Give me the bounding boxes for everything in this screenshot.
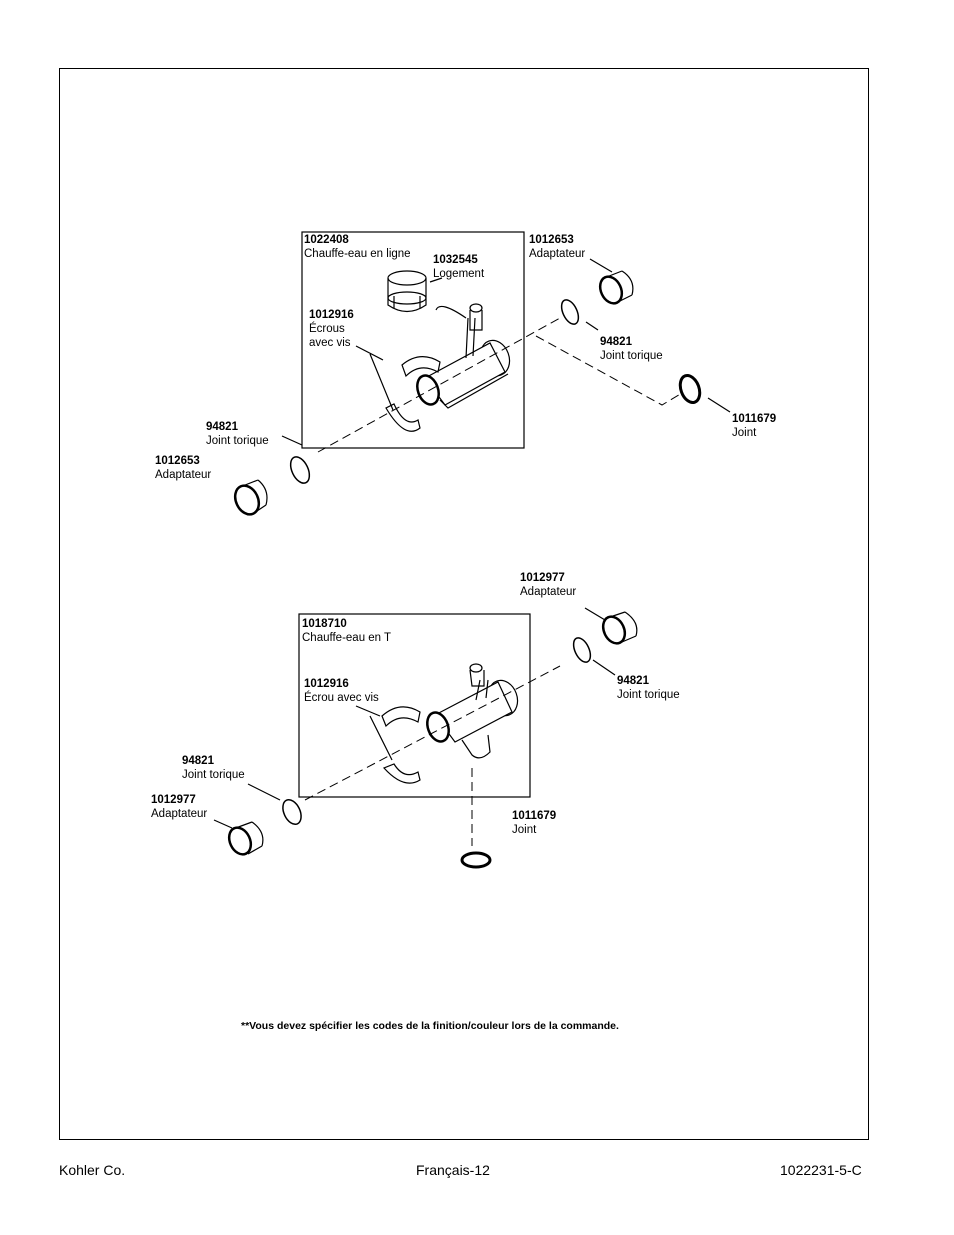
footer-document-number: 1022231-5-C: [780, 1162, 862, 1178]
callout-adapter-left-top: 1012653 Adaptateur: [155, 454, 211, 482]
gasket-bottom: [460, 851, 492, 869]
part-number: 1012916: [304, 678, 349, 690]
adapter-right-top: [598, 270, 634, 305]
kit-box-top: [301, 231, 525, 449]
callout-gasket-bottom: 1011679 Joint: [512, 809, 556, 837]
part-name: Adaptateur: [151, 808, 208, 820]
callout-adapter-right-top: 1012653 Adaptateur: [529, 233, 585, 261]
callout-gasket-top: 1011679 Joint: [732, 412, 776, 440]
kit-box-bottom: [298, 613, 531, 798]
part-number: 94821: [600, 336, 632, 348]
part-name: Chauffe-eau en ligne: [304, 248, 411, 260]
part-name: Joint: [512, 824, 537, 836]
part-number: 1032545: [433, 254, 478, 266]
part-number: 1022408: [304, 234, 349, 246]
part-name: Chauffe-eau en T: [302, 632, 392, 644]
callout-oring-left-bottom: 94821 Joint torique: [182, 754, 245, 782]
adapter-left-top: [233, 479, 268, 516]
callout-oring-right-top: 94821 Joint torique: [600, 335, 663, 363]
part-name: Adaptateur: [529, 248, 586, 260]
part-name: Joint torique: [182, 769, 245, 781]
adapter-right-bottom: [601, 611, 638, 645]
adapter-left-bottom: [227, 821, 264, 856]
part-name: avec vis: [309, 337, 351, 349]
nut-halves-top: [385, 356, 441, 432]
part-name: Adaptateur: [520, 586, 577, 598]
callout-kit-bottom: 1018710 Chauffe-eau en T: [302, 617, 391, 645]
heater-body-top: [416, 303, 511, 409]
oring-right-top: [560, 299, 580, 325]
nut-halves-bottom: [381, 706, 421, 784]
callout-kit-top: 1022408 Chauffe-eau en ligne: [304, 233, 411, 261]
page-frame: [59, 68, 869, 1140]
order-note: **Vous devez spécifier les codes de la f…: [241, 1020, 619, 1032]
housing-part: [387, 270, 427, 313]
gasket-top: [678, 373, 702, 405]
footer-page-number: Français-12: [416, 1162, 490, 1178]
part-name: Joint torique: [617, 689, 680, 701]
oring-left-top: [289, 456, 311, 484]
part-name: Joint: [732, 427, 757, 439]
part-name: Joint torique: [206, 435, 269, 447]
part-name: Logement: [433, 268, 485, 280]
part-number: 1012653: [529, 234, 574, 246]
footer-company: Kohler Co.: [59, 1162, 126, 1178]
callout-housing: 1032545 Logement: [433, 253, 484, 281]
part-number: 1012977: [520, 572, 565, 584]
part-number: 1012916: [309, 309, 354, 321]
callout-oring-left-top: 94821 Joint torique: [206, 420, 269, 448]
part-number: 1018710: [302, 618, 347, 630]
part-number: 1012653: [155, 455, 200, 467]
callout-nut-bottom: 1012916 Écrou avec vis: [304, 677, 379, 705]
part-number: 1011679: [732, 413, 777, 425]
callout-adapter-left-bottom: 1012977 Adaptateur: [151, 793, 207, 821]
part-name: Joint torique: [600, 350, 663, 362]
part-number: 94821: [206, 421, 238, 433]
callout-adapter-right-bottom: 1012977 Adaptateur: [520, 571, 576, 599]
callout-oring-right-bottom: 94821 Joint torique: [617, 674, 680, 702]
part-name: Adaptateur: [155, 469, 212, 481]
part-number: 1012977: [151, 794, 196, 806]
part-name: Écrous: [309, 323, 345, 335]
heater-body-bottom: [426, 663, 519, 759]
part-name: Écrou avec vis: [304, 692, 379, 704]
oring-left-bottom: [282, 798, 302, 826]
part-number: 94821: [617, 675, 649, 687]
callout-nuts-top: 1012916 Écrous avec vis: [309, 308, 354, 350]
part-number: 94821: [182, 755, 214, 767]
oring-right-bottom: [572, 637, 592, 663]
part-number: 1011679: [512, 810, 557, 822]
